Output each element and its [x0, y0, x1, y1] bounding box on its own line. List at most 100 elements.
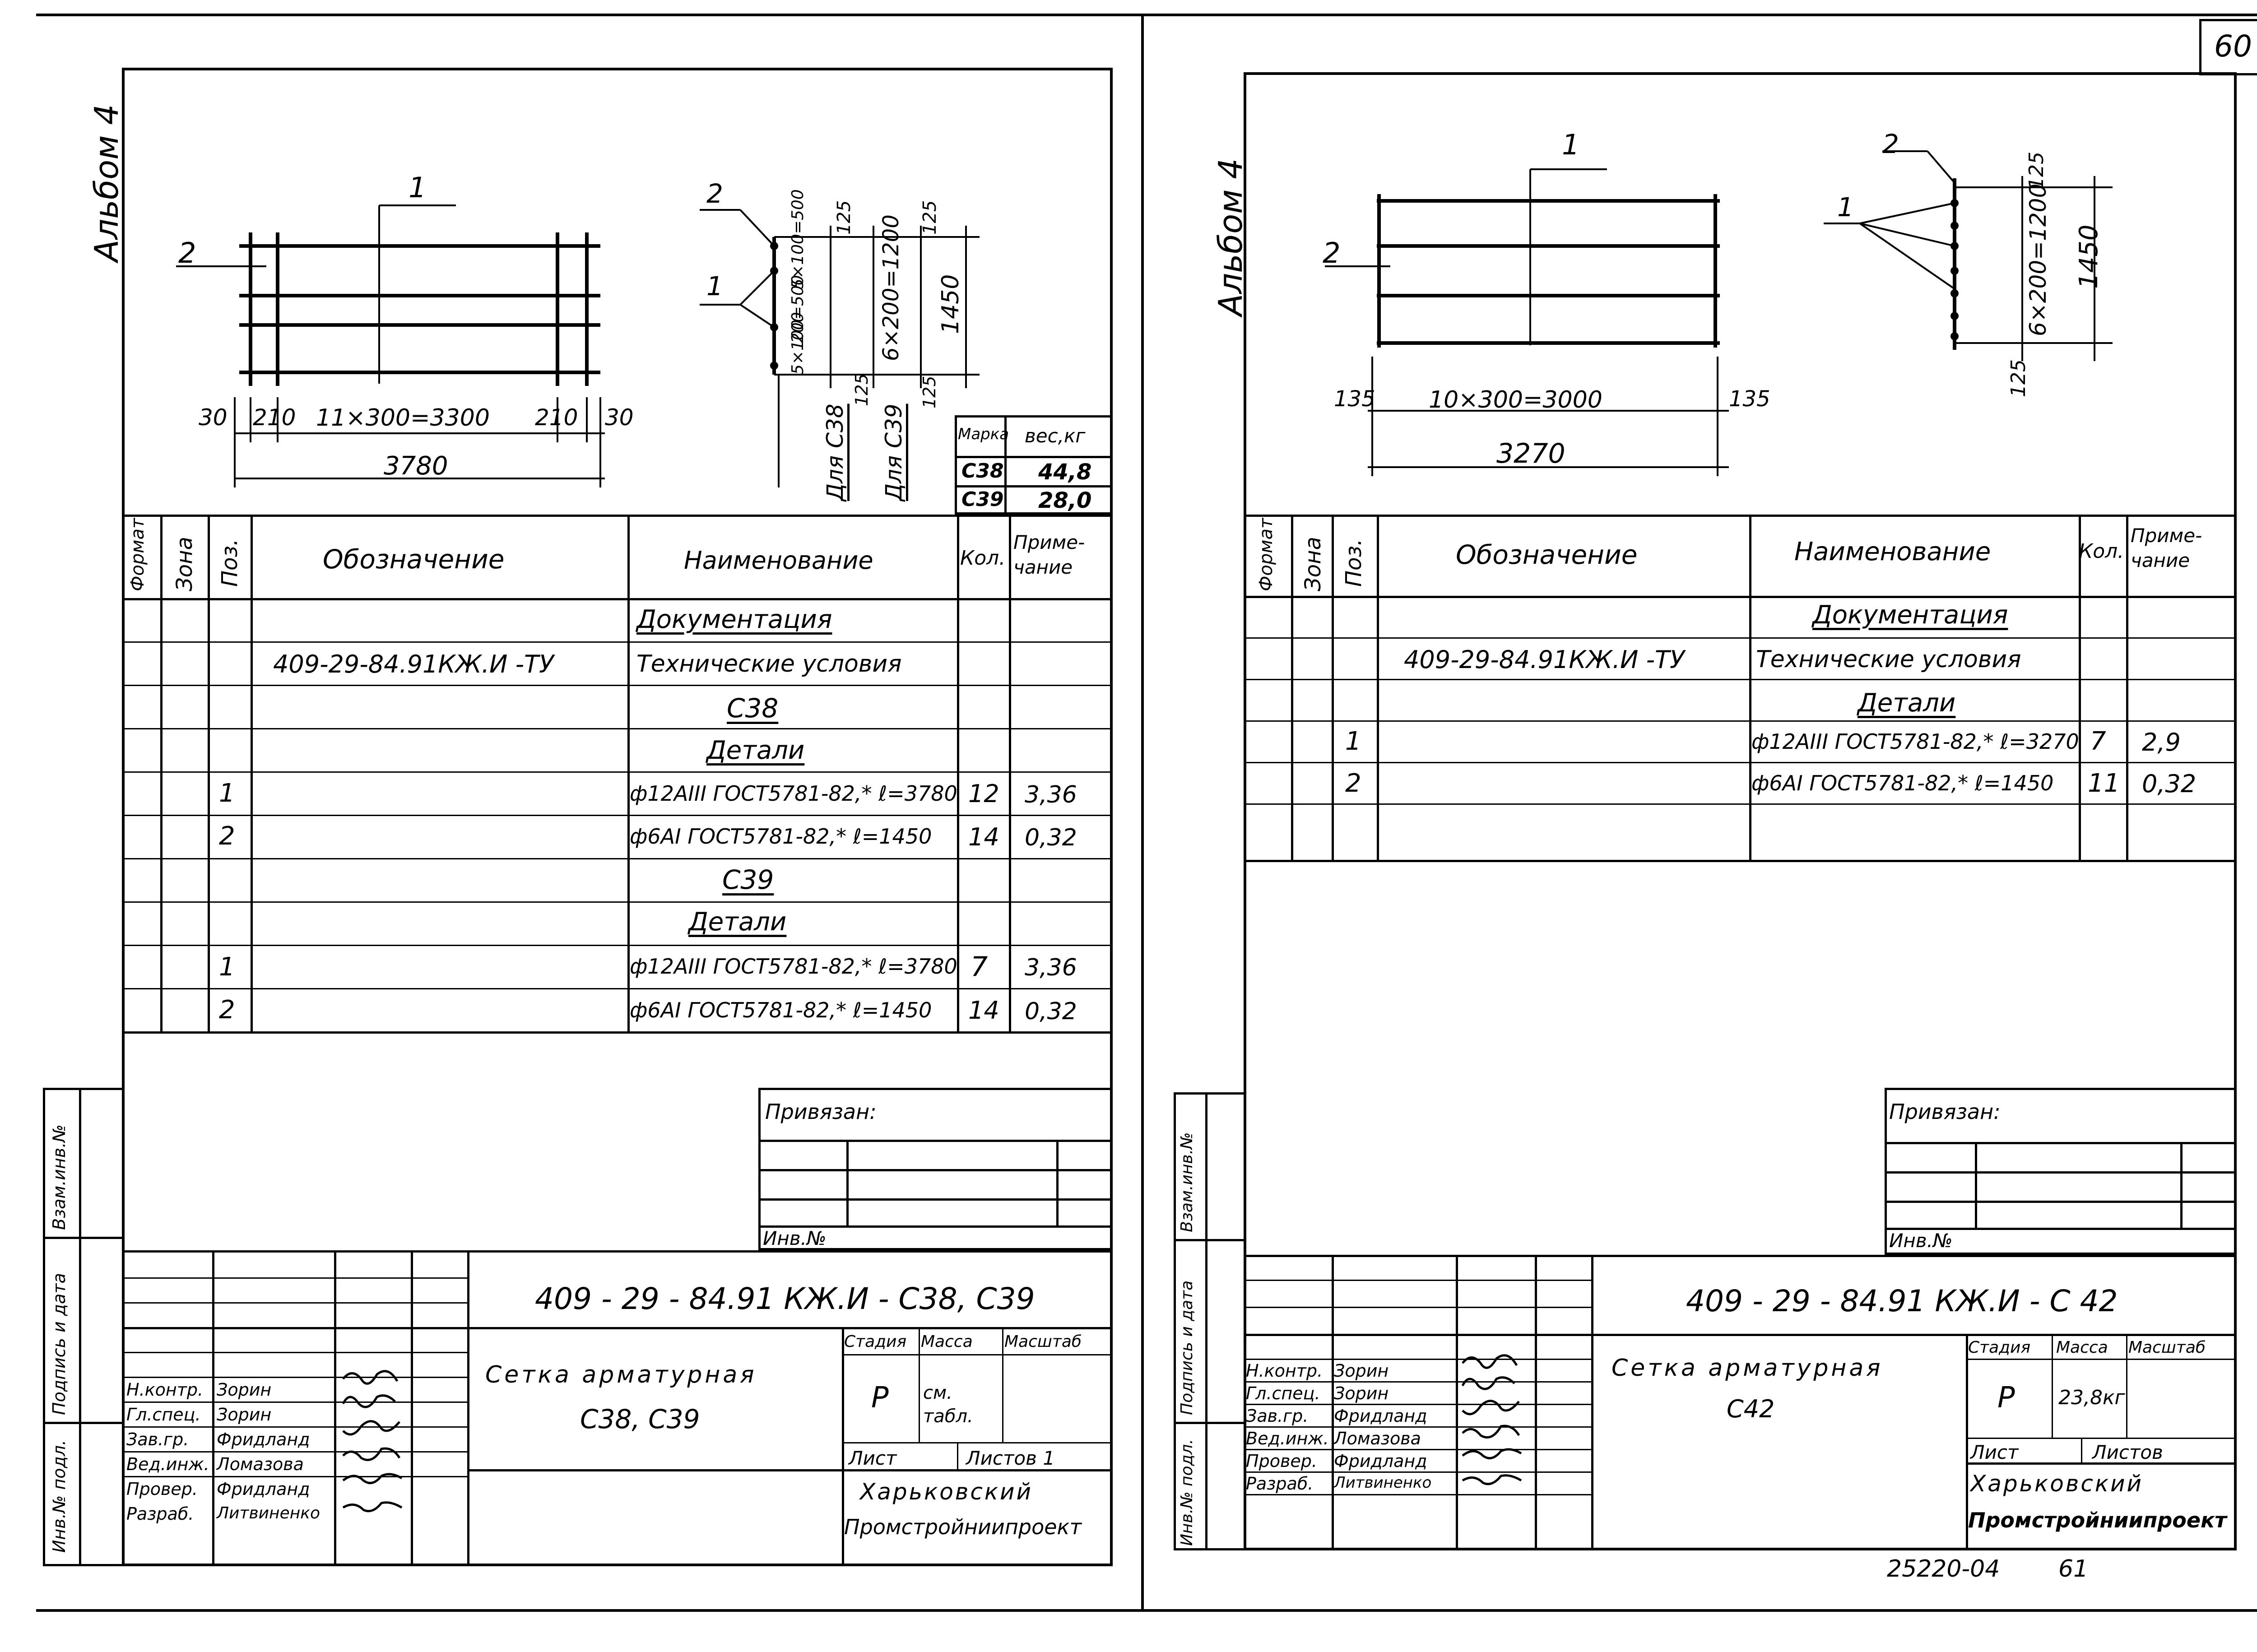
right-side-strip	[1174, 1092, 1244, 1550]
right-staff-role-4: Вед.инж.	[1246, 1429, 1329, 1448]
right-staff-name-6: Литвиненко	[1334, 1474, 1432, 1492]
left-spec-h-name: Наименование	[684, 546, 873, 575]
left-spec-row5-pos: 1	[219, 779, 235, 808]
right-spec-row5-qty: 11	[2088, 769, 2120, 798]
left-staff-role-6: Разраб.	[126, 1504, 194, 1524]
left-dim-total: 3780	[384, 451, 448, 481]
footer-code: 25220-04	[1887, 1555, 2000, 1582]
right-tb-mass-h: Масса	[2056, 1338, 2108, 1357]
right-spec-row4-pos: 1	[1345, 727, 1361, 756]
right-sheet-frame	[1244, 72, 2237, 1550]
left-spec-h-note: Приме-чание	[1013, 531, 1085, 578]
left-staff-name-1: Зорин	[217, 1380, 272, 1400]
left-spec-row2-name: Технические условия	[636, 650, 902, 678]
left-spec-h-qty: Кол.	[960, 547, 1006, 570]
right-tb-name-2: С42	[1727, 1395, 1775, 1423]
right-dim-total: 3270	[1496, 438, 1565, 469]
left-spec-row10-name: ф6АI ГОСТ5781-82,* ℓ=1450	[630, 998, 932, 1022]
left-spec-row7-name: С39	[722, 864, 774, 895]
left-staff-name-2: Зорин	[217, 1405, 272, 1425]
page-number: 60	[2214, 29, 2252, 64]
right-tb-stage: Р	[1997, 1381, 2015, 1415]
left-tb-sheets-h: Листов 1	[966, 1447, 1055, 1469]
left-staff-name-6: Литвиненко	[217, 1504, 320, 1522]
left-tb-code: 409 - 29 - 84.91 КЖ.И - С38, С39	[535, 1281, 1035, 1316]
right-title-block-top	[1244, 1255, 2237, 1257]
right-tb-org-2: Промстройниипроект	[1968, 1508, 2227, 1532]
right-tb-name-1: Сетка арматурная	[1611, 1355, 1883, 1382]
left-tb-stage: Р	[871, 1381, 889, 1415]
right-dim-135-left: 135	[1334, 386, 1375, 412]
right-staff-name-5: Фридланд	[1334, 1451, 1427, 1471]
left-sec-pos1: 1	[706, 271, 723, 302]
left-dim-210-right: 210	[535, 404, 578, 431]
left-staff-role-4: Вед.инж.	[126, 1454, 209, 1474]
left-weights-mark-1: С38	[961, 459, 1004, 483]
left-tb-org-1: Харьковский	[860, 1479, 1033, 1505]
left-tb-sheet-h: Лист	[849, 1447, 897, 1469]
left-dim-30-left: 30	[199, 404, 228, 431]
left-spec-top	[122, 515, 1113, 517]
right-spec-row1-name: Документация	[1812, 600, 2008, 630]
right-tb-stage-h: Стадия	[1968, 1338, 2031, 1357]
left-sheet-frame	[122, 68, 1113, 1566]
left-binding-inv: Инв.№	[763, 1227, 827, 1249]
left-spec-row2-designation: 409-29-84.91КЖ.И -ТУ	[273, 650, 554, 678]
left-spec-row9-name: ф12АIII ГОСТ5781-82,* ℓ=3780	[630, 954, 957, 979]
right-staff-name-3: Фридланд	[1334, 1406, 1427, 1426]
left-pos1-label: 1	[409, 171, 427, 204]
right-staff-name-2: Зорин	[1334, 1383, 1389, 1403]
top-border-line	[36, 14, 2257, 16]
left-staff-name-5: Фридланд	[217, 1479, 310, 1499]
right-spec-top	[1244, 515, 2237, 517]
left-spec-row9-pos: 1	[219, 952, 235, 982]
right-spec-row5-pos: 2	[1345, 769, 1361, 798]
left-title-block-top	[122, 1250, 1113, 1253]
right-tb-sheets-h: Листов	[2092, 1441, 2163, 1463]
left-tb-stage-h: Стадия	[844, 1332, 907, 1351]
right-sec-pos2: 2	[1882, 129, 1899, 159]
right-staff-role-5: Провер.	[1246, 1451, 1317, 1471]
right-spec-h-qty: Кол.	[2079, 540, 2124, 563]
left-weights-val-1: 44,8	[1038, 459, 1092, 485]
left-side-strip	[43, 1088, 122, 1566]
left-binding-label: Привязан:	[765, 1100, 877, 1124]
left-spec-row8-name: Детали	[688, 907, 787, 937]
right-tb-sheet-h: Лист	[1970, 1441, 2019, 1463]
right-spec-h-note: Приме-чание	[2131, 524, 2202, 571]
left-spec-row6-note: 0,32	[1025, 824, 1077, 851]
right-spec-h-name: Наименование	[1794, 537, 1991, 566]
right-spec-row5-note: 0,32	[2142, 770, 2197, 798]
left-spec-row9-note: 3,36	[1025, 954, 1077, 981]
left-spec-row10-pos: 2	[219, 995, 235, 1025]
left-dim-30-right: 30	[605, 404, 634, 431]
left-weights-header-weight: вес,кг	[1025, 425, 1086, 447]
left-spec-row5-qty: 12	[968, 780, 999, 808]
left-staff-name-3: Фридланд	[217, 1429, 310, 1449]
left-staff-role-2: Гл.спец.	[126, 1405, 201, 1425]
right-staff-role-2: Гл.спец.	[1246, 1383, 1320, 1403]
left-weights-val-2: 28,0	[1038, 488, 1092, 513]
right-pos2-label: 2	[1323, 237, 1341, 269]
right-dim-135-right: 135	[1729, 386, 1770, 412]
left-sec-pos2: 2	[706, 178, 723, 209]
left-spec-row6-pos: 2	[219, 821, 235, 851]
left-staff-name-4: Ломазова	[217, 1454, 304, 1474]
left-tb-org-2: Промстройниипроект	[844, 1515, 1082, 1539]
right-dim-middle: 10×300=3000	[1429, 386, 1602, 413]
right-staff-name-4: Ломазова	[1334, 1429, 1421, 1448]
left-spec-h-designation: Обозначение	[323, 544, 505, 575]
right-binding-inv: Инв.№	[1889, 1230, 1953, 1252]
bottom-border-line	[36, 1609, 2257, 1612]
left-tb-mass: см. табл.	[923, 1383, 973, 1427]
left-spec-row6-qty: 14	[968, 823, 999, 851]
left-spec-row10-note: 0,32	[1025, 998, 1077, 1025]
right-spec-row4-note: 2,9	[2142, 728, 2181, 756]
right-staff-role-6: Разраб.	[1246, 1474, 1314, 1494]
left-spec-row9-qty: 7	[971, 951, 988, 983]
left-spec-row4-name: Детали	[706, 736, 805, 765]
right-tb-org-1: Харьковский	[1970, 1471, 2144, 1497]
